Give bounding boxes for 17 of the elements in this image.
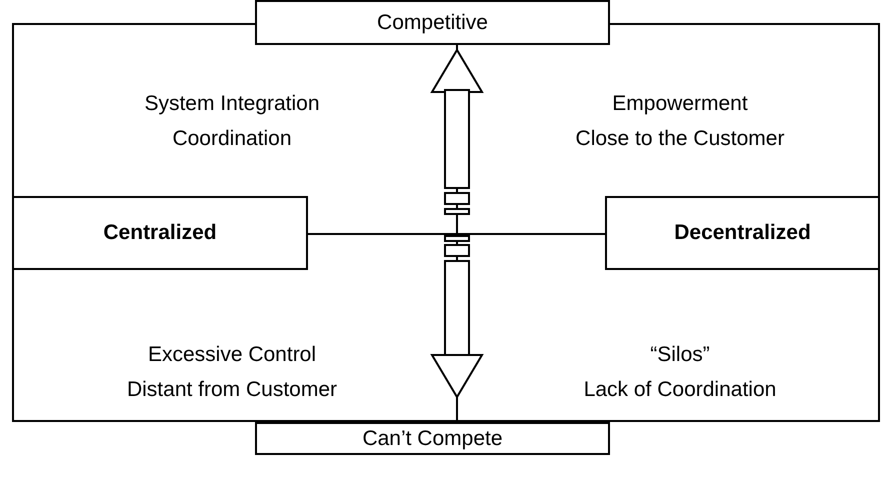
quadrant-text: Excessive Control — [148, 343, 316, 367]
quadrant-text: Coordination — [172, 127, 292, 151]
connector-line — [308, 233, 605, 235]
quadrant-text: Lack of Coordination — [584, 378, 776, 402]
quadrant-text: “Silos” — [650, 343, 710, 367]
box-label: Competitive — [377, 10, 488, 34]
quadrant-text: Empowerment — [612, 92, 748, 116]
box-label: Decentralized — [674, 221, 811, 245]
label-box — [12, 196, 308, 270]
label-box — [255, 0, 610, 45]
quadrant-text: Distant from Customer — [126, 378, 338, 402]
box-label: Centralized — [103, 221, 217, 245]
label-box — [605, 196, 880, 270]
box-label: Can’t Compete — [362, 426, 503, 450]
label-box — [255, 422, 610, 455]
quadrant-text: System Integration — [144, 92, 320, 116]
quadrant-text: Close to the Customer — [576, 127, 784, 151]
